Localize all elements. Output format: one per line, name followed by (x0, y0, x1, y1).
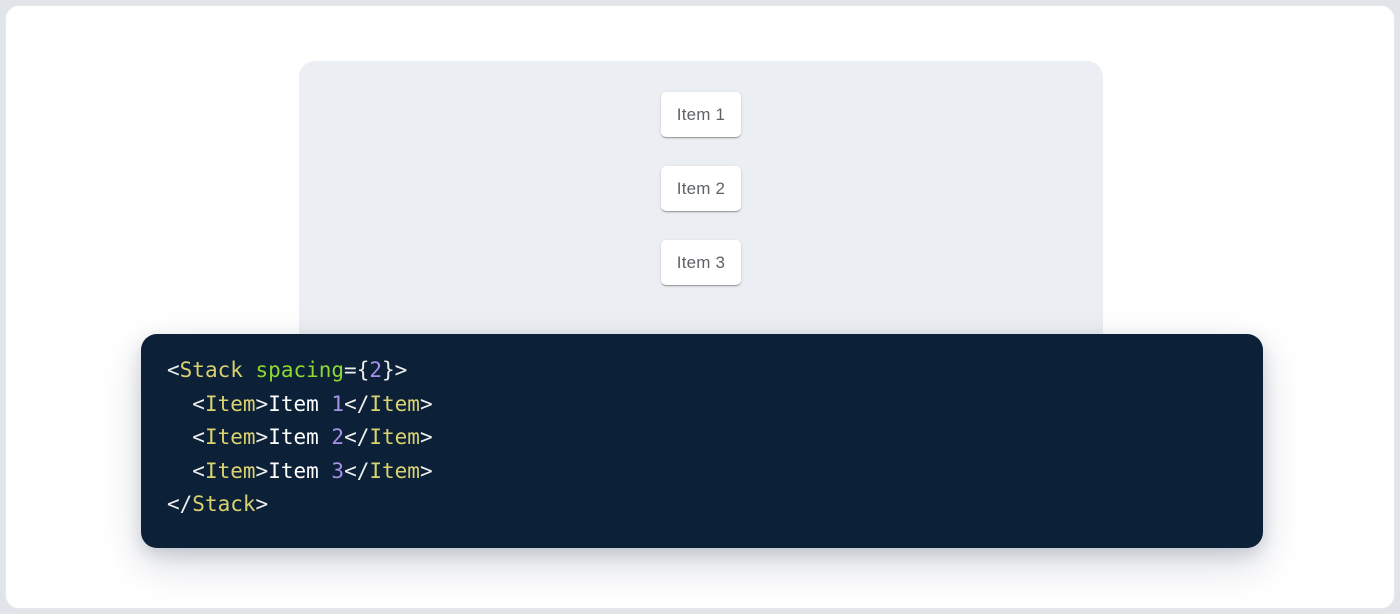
code-token-punctuation: < (192, 425, 205, 449)
code-line: <Item>Item 2</Item> (167, 421, 1237, 455)
code-token-plain (167, 425, 192, 449)
stack-item: Item 3 (661, 240, 741, 285)
code-token-tag: Item (369, 458, 420, 483)
code-token-punctuation: > (255, 391, 269, 416)
code-token-plain: Item (268, 425, 332, 449)
code-token-tag: Item (369, 425, 420, 449)
code-line: <Item>Item 1</Item> (167, 388, 1237, 422)
code-token-plain (167, 392, 192, 416)
code-token-punctuation: ={ (344, 358, 370, 382)
code-token-plain (243, 358, 256, 382)
code-token-plain (167, 459, 192, 483)
code-token-punctuation: > (419, 458, 433, 483)
code-token-tag: Item (204, 425, 256, 449)
code-token-tag: Stack (179, 358, 243, 382)
code-token-tag: Item (369, 391, 420, 416)
code-token-punctuation: < (192, 391, 205, 416)
stack-item: Item 1 (661, 92, 741, 137)
stack-container: Item 1 Item 2 Item 3 (299, 61, 1103, 285)
code-line: <Stack spacing={2}> (167, 354, 1237, 388)
code-token-punctuation: </ (344, 425, 370, 449)
code-token-punctuation: < (167, 358, 180, 382)
code-token-punctuation: < (192, 458, 205, 483)
code-token-number: 2 (331, 425, 345, 449)
code-token-punctuation: </ (167, 492, 193, 516)
code-token-punctuation: > (255, 492, 269, 516)
code-token-plain: Item (268, 391, 332, 416)
code-line: </Stack> (167, 488, 1237, 522)
code-token-punctuation: }> (382, 358, 408, 382)
code-token-tag: Stack (192, 492, 256, 516)
code-token-punctuation: > (419, 391, 433, 416)
code-token-number: 3 (331, 458, 345, 483)
code-token-attr_name: spacing (255, 358, 345, 382)
code-token-punctuation: </ (344, 391, 370, 416)
stack-item: Item 2 (661, 166, 741, 211)
code-token-punctuation: > (419, 425, 433, 449)
code-token-number: 2 (369, 358, 382, 382)
code-token-punctuation: > (255, 425, 269, 449)
code-token-number: 1 (331, 391, 345, 416)
code-token-plain: Item (268, 458, 332, 483)
code-token-tag: Item (204, 458, 256, 483)
code-token-tag: Item (204, 391, 256, 416)
code-block: <Stack spacing={2}> <Item>Item 1</Item> … (141, 334, 1263, 548)
code-token-punctuation: > (255, 458, 269, 483)
code-content: <Stack spacing={2}> <Item>Item 1</Item> … (141, 334, 1263, 548)
code-token-punctuation: </ (344, 458, 370, 483)
code-line: <Item>Item 3</Item> (167, 455, 1237, 489)
